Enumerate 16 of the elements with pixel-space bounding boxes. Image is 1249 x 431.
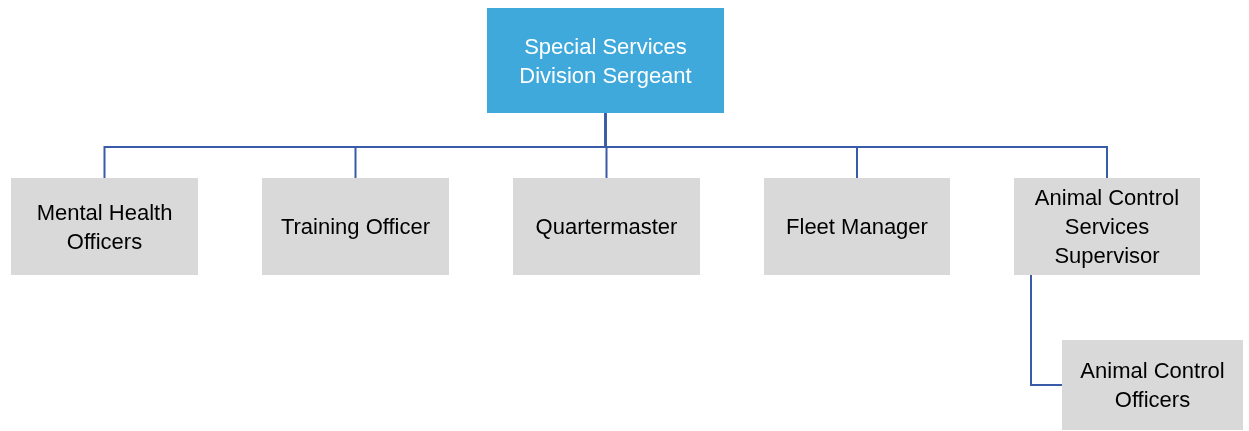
role-box <box>11 178 198 275</box>
role-box <box>1014 178 1200 275</box>
role-title: Fleet Manager <box>786 213 928 241</box>
role-title: Quartermaster <box>535 213 678 241</box>
role-box <box>262 178 449 275</box>
role-box <box>1062 340 1243 430</box>
connector-line <box>1030 274 1063 386</box>
role-box <box>513 178 700 275</box>
role-title: Animal Control Services Supervisor <box>1033 184 1181 270</box>
role-title: Mental Health Officers <box>35 198 174 256</box>
role-title: Special Services Division Sergeant <box>518 32 693 90</box>
title-box <box>487 8 724 113</box>
role-title: Animal Control Officers <box>1079 357 1226 414</box>
role-title: Training Officer <box>280 213 431 241</box>
role-box <box>764 178 950 275</box>
connector-line <box>604 112 1108 179</box>
